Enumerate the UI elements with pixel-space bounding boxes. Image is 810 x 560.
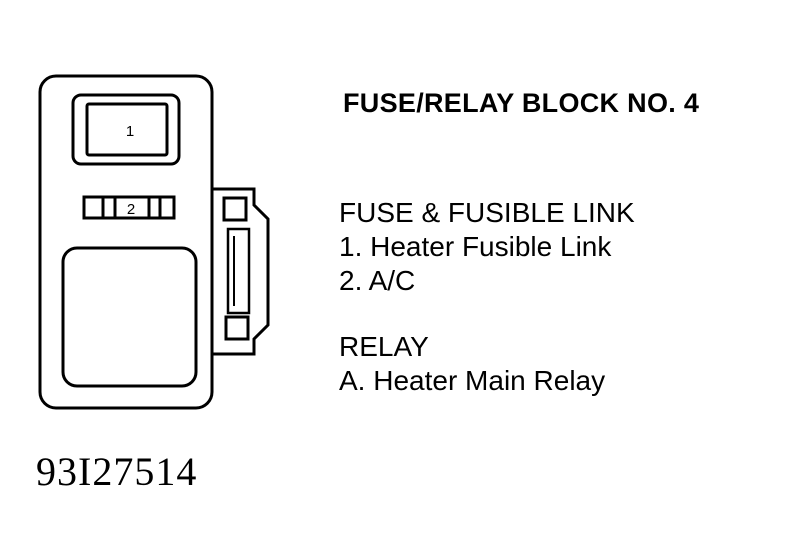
- figure-code: 93I27514: [36, 449, 198, 494]
- fuse-legend-heading: FUSE & FUSIBLE LINK: [339, 197, 635, 228]
- relay-slot: [61, 246, 198, 388]
- fuse-legend: FUSE & FUSIBLE LINK 1. Heater Fusible Li…: [339, 196, 635, 298]
- fuse-legend-item: 2. A/C: [339, 265, 416, 296]
- relay-legend: RELAY A. Heater Main Relay: [339, 330, 605, 398]
- fusible-link-outer: [71, 93, 181, 166]
- connector-square-top: [222, 196, 248, 222]
- fusible-link-label: 1: [126, 123, 134, 140]
- block-housing: [38, 74, 214, 410]
- relay-legend-item: A. Heater Main Relay: [339, 365, 606, 396]
- connector-square-bottom: [224, 315, 250, 341]
- fusible-link-inner: [85, 102, 169, 157]
- side-connector: [213, 187, 270, 356]
- fuse-legend-item: 1. Heater Fusible Link: [339, 231, 612, 262]
- connector-terminal-strip: [226, 227, 251, 315]
- fuse-label: 2: [127, 201, 135, 218]
- fuse-strip: [82, 195, 176, 220]
- diagram-title: FUSE/RELAY BLOCK NO. 4: [343, 88, 700, 118]
- relay-legend-heading: RELAY: [339, 331, 429, 362]
